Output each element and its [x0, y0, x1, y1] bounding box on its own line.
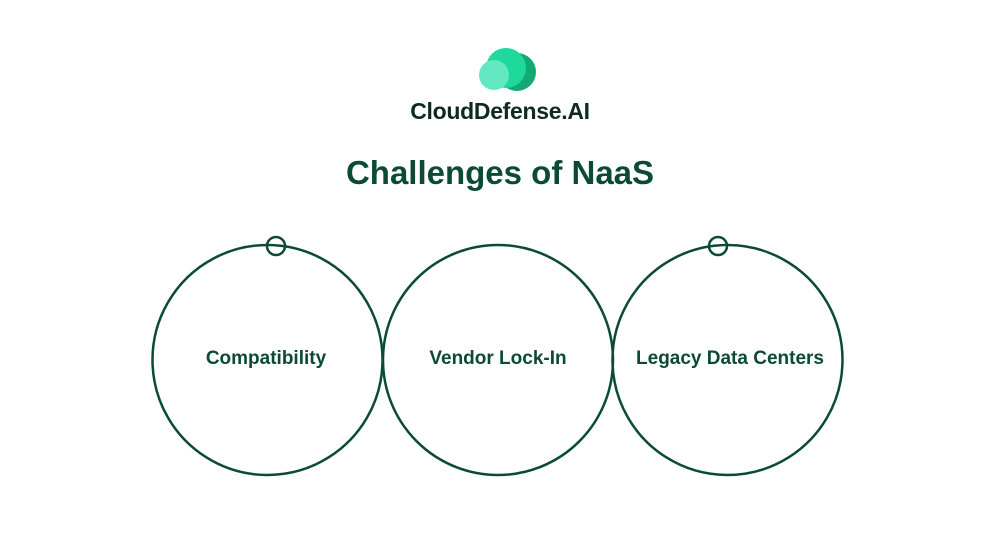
item-label-legacy-data-centers: Legacy Data Centers — [636, 348, 824, 369]
cloud-logo-icon — [479, 48, 536, 91]
page-title: Challenges of NaaS — [345, 154, 655, 191]
connector-dot-left — [265, 235, 287, 257]
connector-dot-right — [707, 235, 729, 257]
circle-compatibility — [151, 243, 384, 477]
item-label-vendor-lock-in: Vendor Lock-In — [429, 348, 567, 369]
circle-legacy-data-centers — [611, 243, 844, 477]
item-label-compatibility: Compatibility — [205, 348, 327, 369]
brand-name: CloudDefense.AI — [410, 98, 590, 124]
